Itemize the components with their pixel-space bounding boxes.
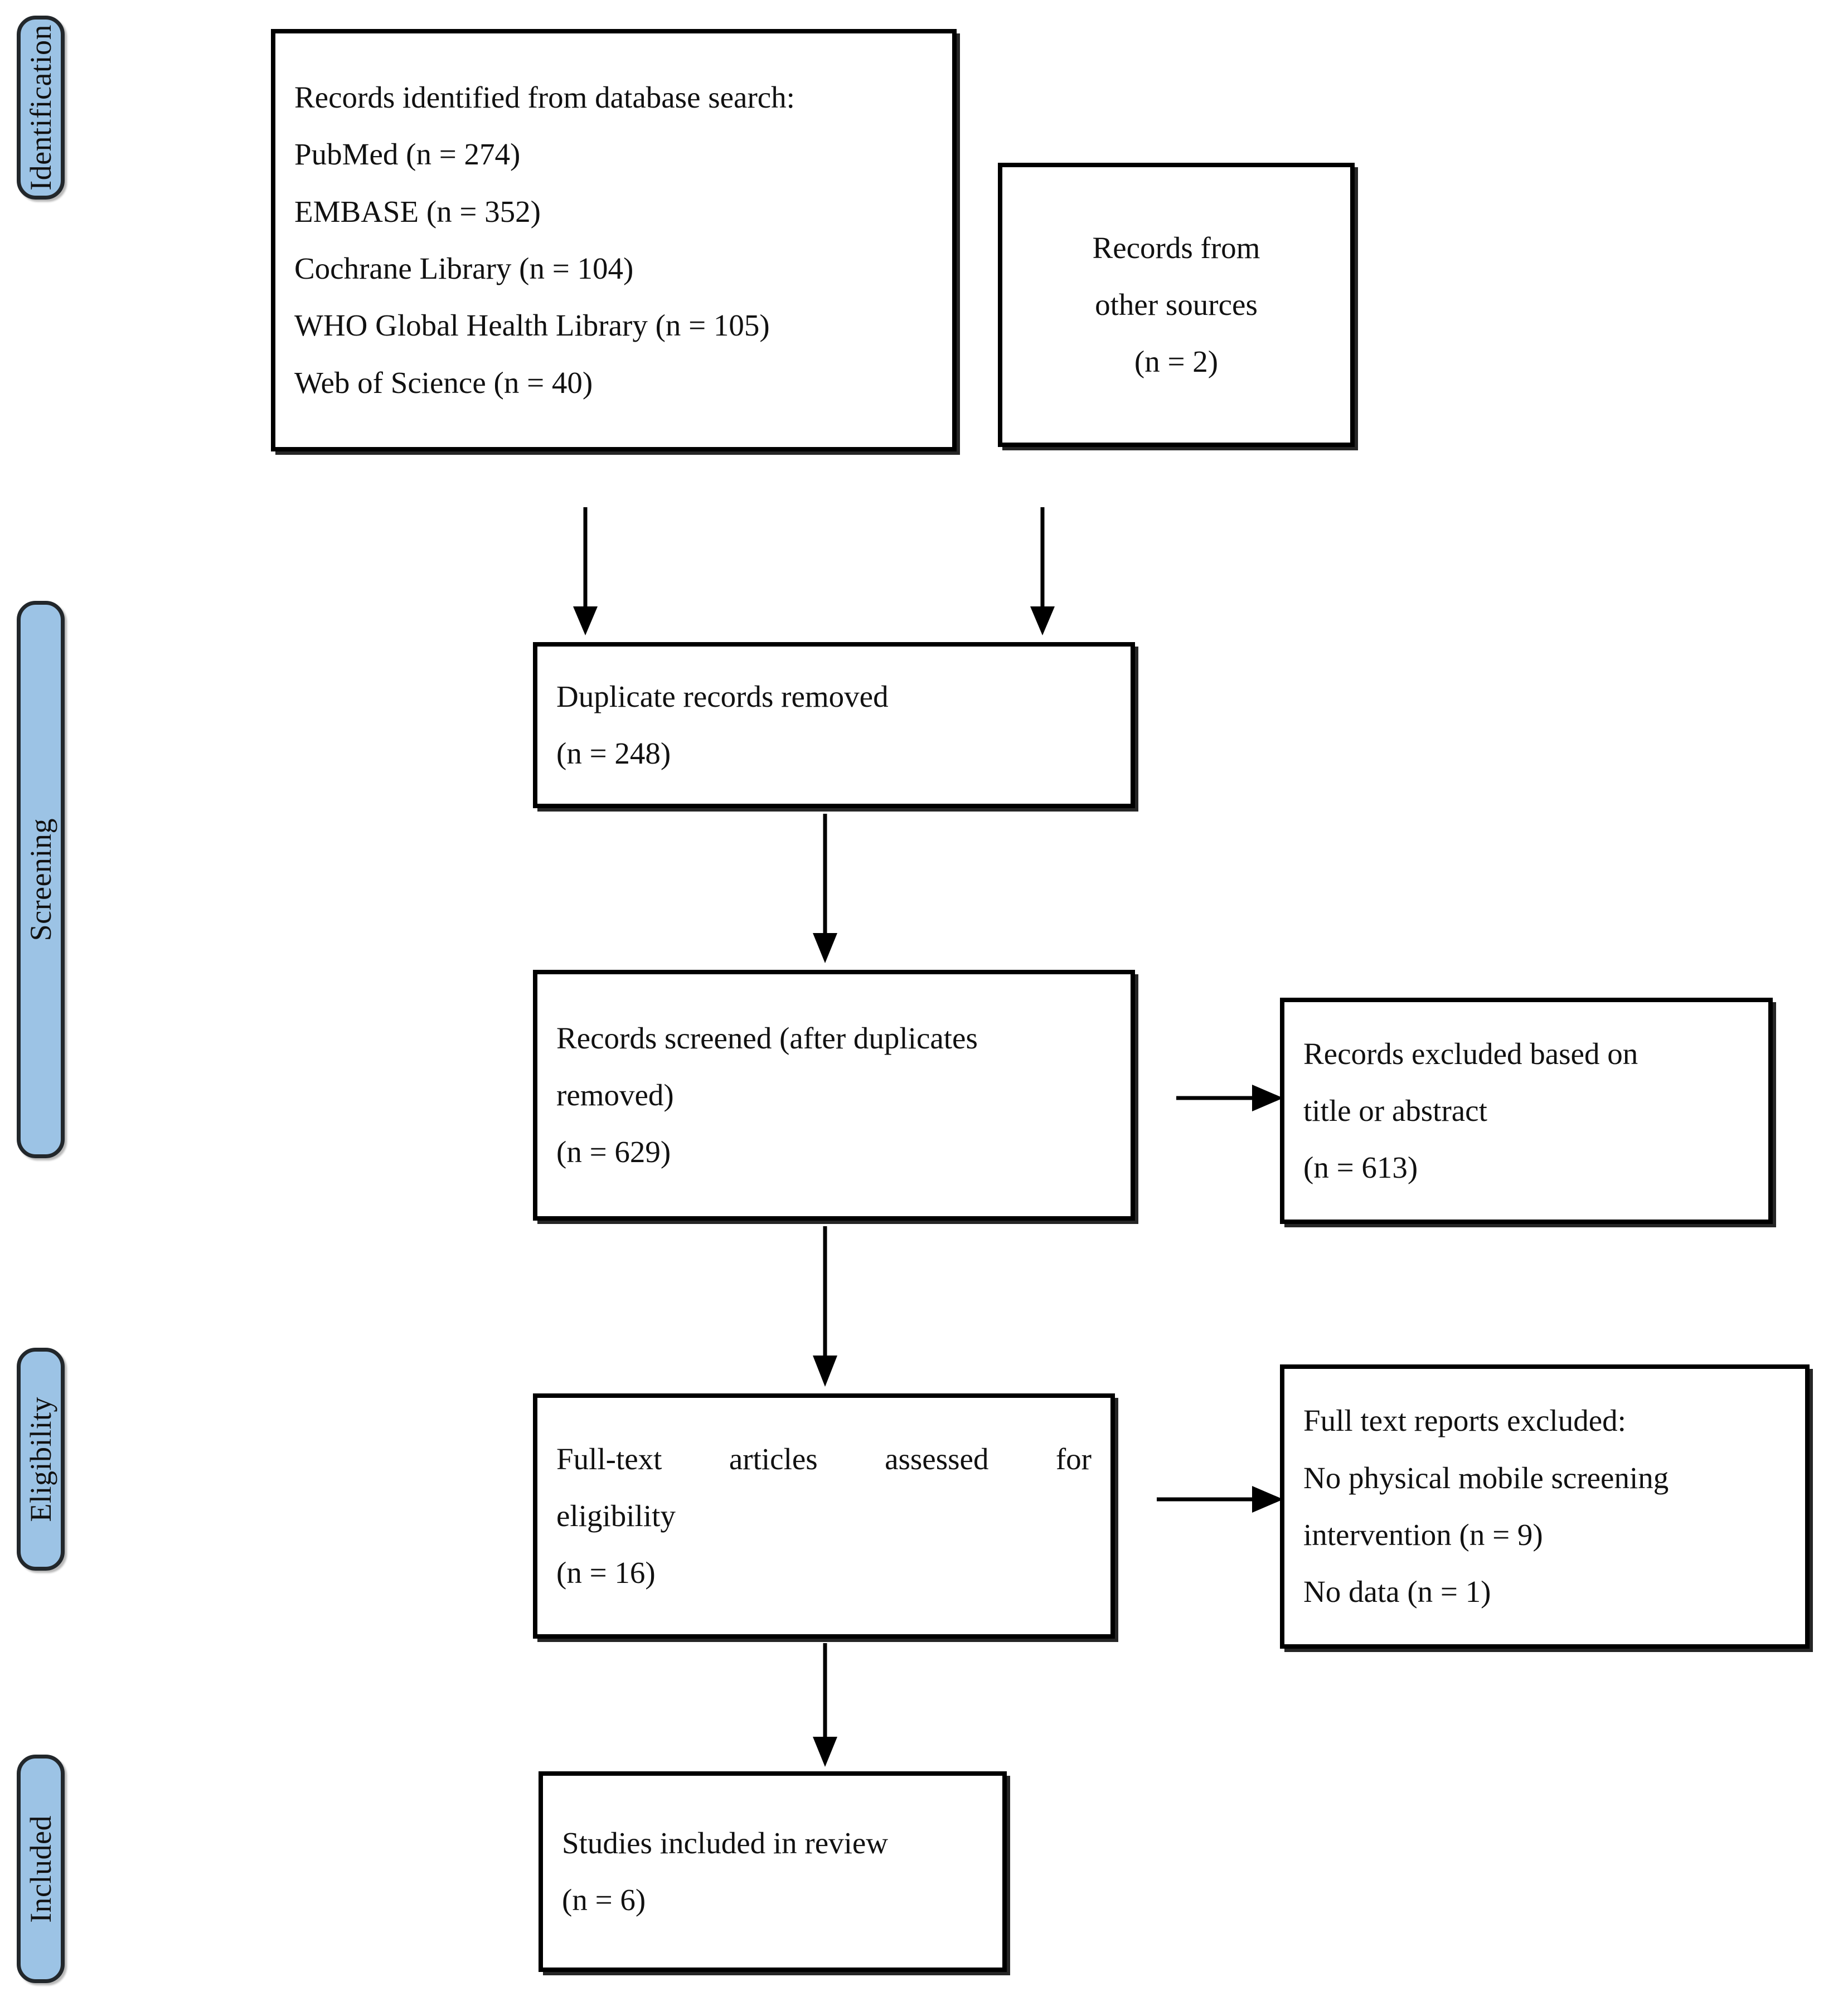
arrow-fulltext-assessed-to-studies-included: [803, 1643, 847, 1769]
db-search-line-wos: Web of Science (n = 40): [294, 365, 593, 400]
screened-line-1: Records screened (after duplicates: [556, 1021, 978, 1055]
box-records-excluded-title-abstract: Records excluded based on title or abstr…: [1280, 998, 1773, 1224]
stage-label-included-text: Included: [24, 1815, 57, 1923]
box-fulltext-assessed-eligibility: Full-text articles assessed for eligibil…: [533, 1393, 1115, 1639]
db-search-line-embase: EMBASE (n = 352): [294, 194, 541, 229]
other-sources-line-2: other sources: [1095, 287, 1258, 322]
fulltext-excluded-line-3: intervention (n = 9): [1303, 1518, 1543, 1552]
db-search-line-title: Records identified from database search:: [294, 80, 795, 115]
stage-label-identification: Identification: [17, 16, 65, 200]
stage-label-identification-text: Identification: [24, 25, 57, 191]
fulltext-excluded-line-2: No physical mobile screening: [1303, 1460, 1669, 1495]
box-duplicate-records-removed: Duplicate records removed (n = 248): [533, 642, 1135, 808]
fulltext-assessed-line-count: (n = 16): [556, 1556, 656, 1590]
other-sources-line-count: (n = 2): [1134, 344, 1219, 379]
duplicates-line-count: (n = 248): [556, 736, 671, 770]
excluded-line-1: Records excluded based on: [1303, 1036, 1638, 1071]
fulltext-assessed-line-1: Full-text articles assessed for: [556, 1441, 1092, 1476]
db-search-line-cochrane: Cochrane Library (n = 104): [294, 251, 634, 285]
box-records-other-sources: Records from other sources (n = 2): [998, 163, 1355, 447]
stage-label-eligibility: Eligibility: [17, 1348, 65, 1571]
excluded-line-2: title or abstract: [1303, 1093, 1487, 1128]
included-line-title: Studies included in review: [562, 1825, 889, 1860]
box-fulltext-reports-excluded: Full text reports excluded: No physical …: [1280, 1364, 1810, 1649]
arrow-duplicates-to-records-screened: [803, 814, 847, 964]
arrow-database-search-to-duplicates: [563, 507, 608, 635]
stage-label-screening-text: Screening: [24, 818, 57, 941]
arrow-fulltext-assessed-to-fulltext-excluded: [1157, 1477, 1285, 1522]
db-search-line-who: WHO Global Health Library (n = 105): [294, 308, 770, 343]
stage-label-screening: Screening: [17, 601, 65, 1158]
fulltext-excluded-line-4: No data (n = 1): [1303, 1575, 1491, 1609]
arrow-records-screened-to-fulltext-assessed: [803, 1226, 847, 1388]
screened-line-2: removed): [556, 1077, 674, 1112]
excluded-line-count: (n = 613): [1303, 1150, 1418, 1185]
box-studies-included-review: Studies included in review (n = 6): [539, 1771, 1007, 1972]
included-line-count: (n = 6): [562, 1883, 646, 1917]
screened-line-count: (n = 629): [556, 1135, 671, 1169]
box-records-identified-database-search: Records identified from database search:…: [271, 29, 957, 451]
arrow-other-sources-to-duplicates: [1020, 507, 1065, 635]
arrow-records-screened-to-records-excluded: [1176, 1076, 1285, 1120]
box-records-screened: Records screened (after duplicates remov…: [533, 970, 1135, 1221]
fulltext-excluded-line-title: Full text reports excluded:: [1303, 1403, 1626, 1438]
fulltext-assessed-line-2: eligibility: [556, 1498, 676, 1533]
other-sources-line-1: Records from: [1092, 230, 1260, 265]
stage-label-included: Included: [17, 1755, 65, 1983]
stage-label-eligibility-text: Eligibility: [24, 1396, 57, 1522]
duplicates-line-title: Duplicate records removed: [556, 679, 889, 713]
db-search-line-pubmed: PubMed (n = 274): [294, 137, 521, 172]
